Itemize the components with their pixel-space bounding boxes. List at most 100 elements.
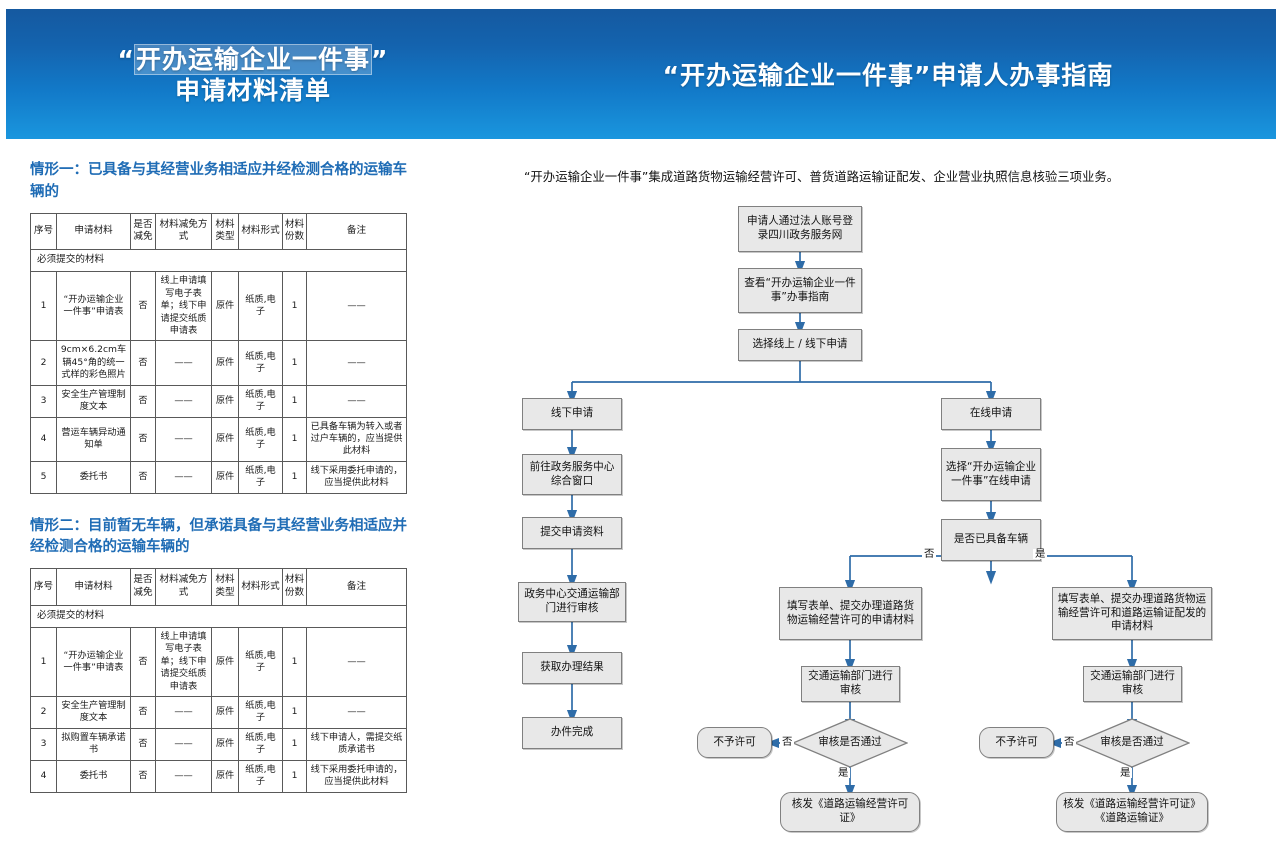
cell-form: 纸质,电子 [238,416,283,462]
cell-no: 5 [30,460,57,494]
section-2-title: 情形二：目前暂无车辆，但承诺具备与其经营业务相适应并经检测合格的运输车辆的 [30,517,407,556]
cell-reduction-way: —— [155,340,212,386]
node-issue-permit-left[interactable]: 核发《道路运输经营许可证》 [780,792,920,832]
cell-remark: —— [306,271,407,342]
col-header-no: 序号 [30,212,57,251]
node-offline-visit-center[interactable]: 前往政务服务中心综合窗口 [522,454,622,495]
decision-label: 审核是否通过 [818,736,882,749]
node-has-vehicle-question[interactable]: 是否已具备车辆 [941,519,1041,561]
cell-reduction-way: 线上申请填写电子表单；线下申请提交纸质申请表 [155,626,212,698]
node-form-permit-and-cert[interactable]: 填写表单、提交办理道路货物运输经营许可和道路运输证配发的申请材料 [1052,587,1212,640]
page-banner: “开办运输企业一件事” 申请材料清单 “开办运输企业一件事”申请人办事指南 [6,9,1276,139]
node-transport-dept-review-right[interactable]: 交通运输部门进行审核 [1083,666,1182,702]
cell-reduction-way: 线上申请填写电子表单；线下申请提交纸质申请表 [155,271,212,342]
node-choose-channel[interactable]: 选择线上 / 线下申请 [738,329,862,361]
edge-label-vehicle-yes: 是 [1033,548,1048,560]
table-row: 5 委托书 否 —— 原件 纸质,电子 1 线下采用委托申请的，应当提供此材料 [30,460,407,494]
cell-type: 原件 [211,696,239,729]
cell-form: 纸质,电子 [238,696,283,729]
table-row: 1 “开办运输企业一件事”申请表 否 线上申请填写电子表单；线下申请提交纸质申请… [30,626,407,698]
cell-remark: 线下采用委托申请的，应当提供此材料 [306,460,407,494]
node-issue-permit-right[interactable]: 核发《道路运输经营许可证》《道路运输证》 [1056,792,1208,832]
cell-reduction: 否 [130,271,156,342]
materials-table-case-1: 序号 申请材料 是否减免 材料减免方式 材料类型 材料形式 材料份数 备注 必须… [30,212,407,494]
table-row: 3 安全生产管理制度文本 否 —— 原件 纸质,电子 1 —— [30,384,407,418]
node-reject-left[interactable]: 不予许可 [697,727,772,758]
cell-reduction-way: —— [155,384,212,418]
col-header-remark: 备注 [306,568,407,607]
cell-no: 1 [30,271,57,342]
node-offline-complete[interactable]: 办件完成 [522,717,622,749]
table-subheader-row: 必须提交的材料 [30,249,407,273]
flowchart: 申请人通过法人账号登录四川政务服务网 查看“开办运输企业一件事”办事指南 选择线… [500,160,1276,860]
cell-type: 原件 [211,416,239,462]
col-header-remark: 备注 [306,212,407,251]
decision-label: 审核是否通过 [1100,736,1164,749]
cell-form: 纸质,电子 [238,340,283,386]
table-row: 4 委托书 否 —— 原件 纸质,电子 1 线下采用委托申请的，应当提供此材料 [30,759,407,793]
cell-form: 纸质,电子 [238,759,283,793]
cell-material: “开办运输企业一件事”申请表 [56,271,131,342]
decision-review-pass-left[interactable]: 审核是否通过 [792,718,908,768]
quote-close: ” [371,45,389,75]
edge-label-right-yes: 是 [1118,767,1133,779]
materials-column: 情形一：已具备与其经营业务相适应并经检测合格的运输车辆的 序号 申请材料 是否减… [30,160,470,793]
node-online-select-item[interactable]: 选择“开办运输企业一件事”在线申请 [941,448,1041,501]
table-row: 3 拟购置车辆承诺书 否 —— 原件 纸质,电子 1 线下申请人，需提交纸质承诺… [30,727,407,761]
cell-type: 原件 [211,626,239,698]
quote-open: “ [117,45,135,75]
cell-count: 1 [282,271,307,342]
decision-review-pass-right[interactable]: 审核是否通过 [1074,718,1190,768]
node-online-apply[interactable]: 在线申请 [941,398,1041,430]
cell-type: 原件 [211,384,239,418]
cell-remark: 线下申请人，需提交纸质承诺书 [306,727,407,761]
node-reject-right[interactable]: 不予许可 [979,727,1054,758]
banner-left-title-block: “开办运输企业一件事” 申请材料清单 [6,9,500,139]
banner-right-title-block: “开办运输企业一件事”申请人办事指南 [500,9,1276,139]
cell-reduction-way: —— [155,727,212,761]
col-header-form: 材料形式 [238,212,283,251]
cell-count: 1 [282,696,307,729]
cell-count: 1 [282,626,307,698]
edge-label-left-no: 否 [780,736,795,748]
col-header-count: 材料份数 [282,212,307,251]
node-offline-submit-docs[interactable]: 提交申请资料 [522,517,622,549]
col-header-reduction: 是否减免 [130,568,156,607]
col-header-material: 申请材料 [56,212,131,251]
col-header-reduction-way: 材料减免方式 [155,212,212,251]
node-offline-apply[interactable]: 线下申请 [522,398,622,430]
cell-material: 营运车辆异动通知单 [56,416,131,462]
node-form-permit-only[interactable]: 填写表单、提交办理道路货物运输经营许可的申请材料 [779,587,922,640]
cell-reduction-way: —— [155,759,212,793]
materials-table-case-2: 序号 申请材料 是否减免 材料减免方式 材料类型 材料形式 材料份数 备注 必须… [30,568,407,793]
cell-reduction: 否 [130,460,156,494]
cell-form: 纸质,电子 [238,271,283,342]
node-start[interactable]: 申请人通过法人账号登录四川政务服务网 [738,206,862,252]
cell-reduction-way: —— [155,696,212,729]
cell-remark: —— [306,626,407,698]
node-transport-dept-review-left[interactable]: 交通运输部门进行审核 [801,666,900,702]
node-offline-review[interactable]: 政务中心交通运输部门进行审核 [518,582,626,622]
cell-remark: —— [306,340,407,386]
col-header-reduction-way: 材料减免方式 [155,568,212,607]
cell-reduction-way: —— [155,460,212,494]
banner-left-title-line1: “开办运输企业一件事” [117,44,389,76]
cell-material: 安全生产管理制度文本 [56,696,131,729]
node-offline-get-result[interactable]: 获取办理结果 [522,652,622,684]
col-header-type: 材料类型 [211,568,239,607]
cell-type: 原件 [211,460,239,494]
section-1-title: 情形一：已具备与其经营业务相适应并经检测合格的运输车辆的 [30,162,407,200]
cell-count: 1 [282,340,307,386]
cell-no: 3 [30,384,57,418]
cell-no: 2 [30,340,57,386]
cell-type: 原件 [211,271,239,342]
cell-type: 原件 [211,340,239,386]
table-header-row: 序号 申请材料 是否减免 材料减免方式 材料类型 材料形式 材料份数 备注 [30,212,407,251]
col-header-count: 材料份数 [282,568,307,607]
col-header-material: 申请材料 [56,568,131,607]
cell-remark: 线下采用委托申请的，应当提供此材料 [306,759,407,793]
cell-no: 3 [30,727,57,761]
cell-reduction: 否 [130,727,156,761]
cell-form: 纸质,电子 [238,626,283,698]
node-view-guide[interactable]: 查看“开办运输企业一件事”办事指南 [738,268,862,313]
